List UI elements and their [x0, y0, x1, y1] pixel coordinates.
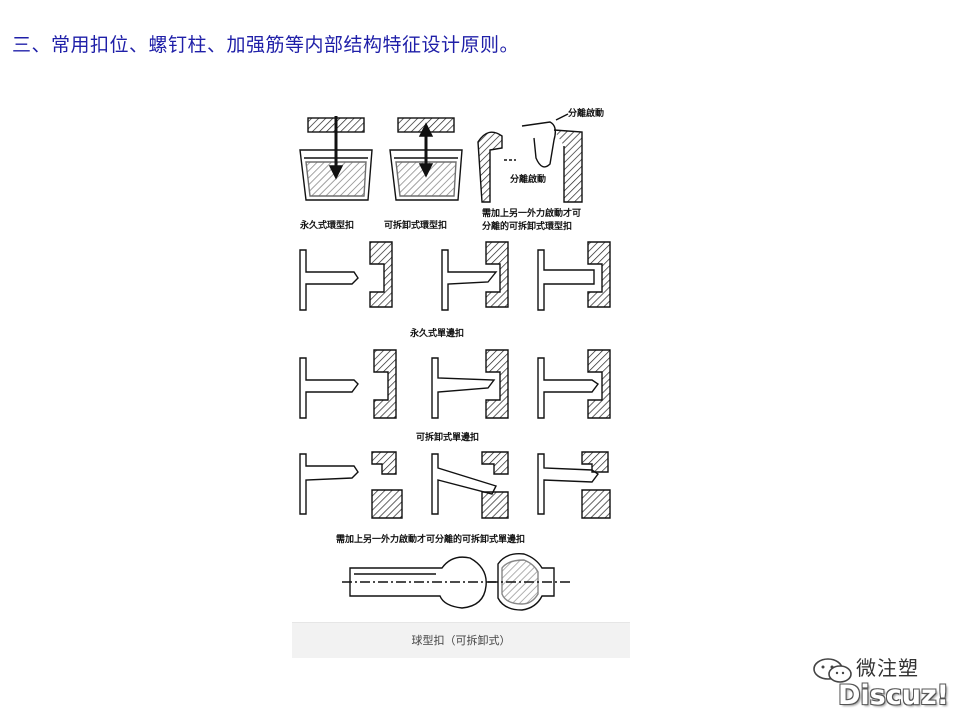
wechat-icon — [813, 658, 852, 683]
ball-snap-drawing — [342, 553, 572, 611]
label-permanent-ring: 永久式環型扣 — [299, 219, 354, 231]
label-separation-top: 分離啟動 — [568, 107, 604, 119]
removable-single-snap-row — [299, 349, 611, 419]
wechat-account-name: 微注塑 — [856, 656, 919, 680]
watermark: 微注塑 Discuz! — [808, 652, 956, 716]
figure-drawing-area: 分離啟動 分離啟動 永久式環型扣 可拆卸式環型扣 需加上另一外力啟動才可 分離的… — [292, 102, 630, 623]
label-external-ring-line1: 需加上另一外力啟動才可 — [482, 207, 581, 219]
removable-ring-snap-drawing — [389, 117, 463, 201]
external-release-ring-snap-drawing — [477, 113, 583, 203]
label-external-ring-line2: 分離的可拆卸式環型扣 — [482, 220, 572, 232]
discuz-watermark: Discuz! — [838, 680, 949, 711]
label-permanent-single: 永久式單邊扣 — [409, 327, 464, 339]
label-removable-ring: 可拆卸式環型扣 — [384, 219, 447, 231]
snap-fit-drawings: 分離啟動 分離啟動 永久式環型扣 可拆卸式環型扣 需加上另一外力啟動才可 分離的… — [299, 107, 611, 611]
permanent-single-snap-row — [299, 241, 611, 311]
permanent-ring-snap-drawing — [299, 116, 373, 201]
label-separation-mid: 分離啟動 — [510, 173, 546, 185]
label-removable-single: 可拆卸式單邊扣 — [416, 431, 479, 443]
external-release-single-snap-row — [299, 451, 611, 519]
snap-fit-figure: 分離啟動 分離啟動 永久式環型扣 可拆卸式環型扣 需加上另一外力啟動才可 分離的… — [292, 102, 630, 658]
figure-caption: 球型扣（可拆卸式） — [411, 634, 511, 647]
label-external-single: 需加上另一外力啟動才可分離的可拆卸式單邊扣 — [336, 533, 525, 545]
page-heading: 三、常用扣位、螺钉柱、加强筋等内部结构特征设计原则。 — [12, 34, 520, 56]
